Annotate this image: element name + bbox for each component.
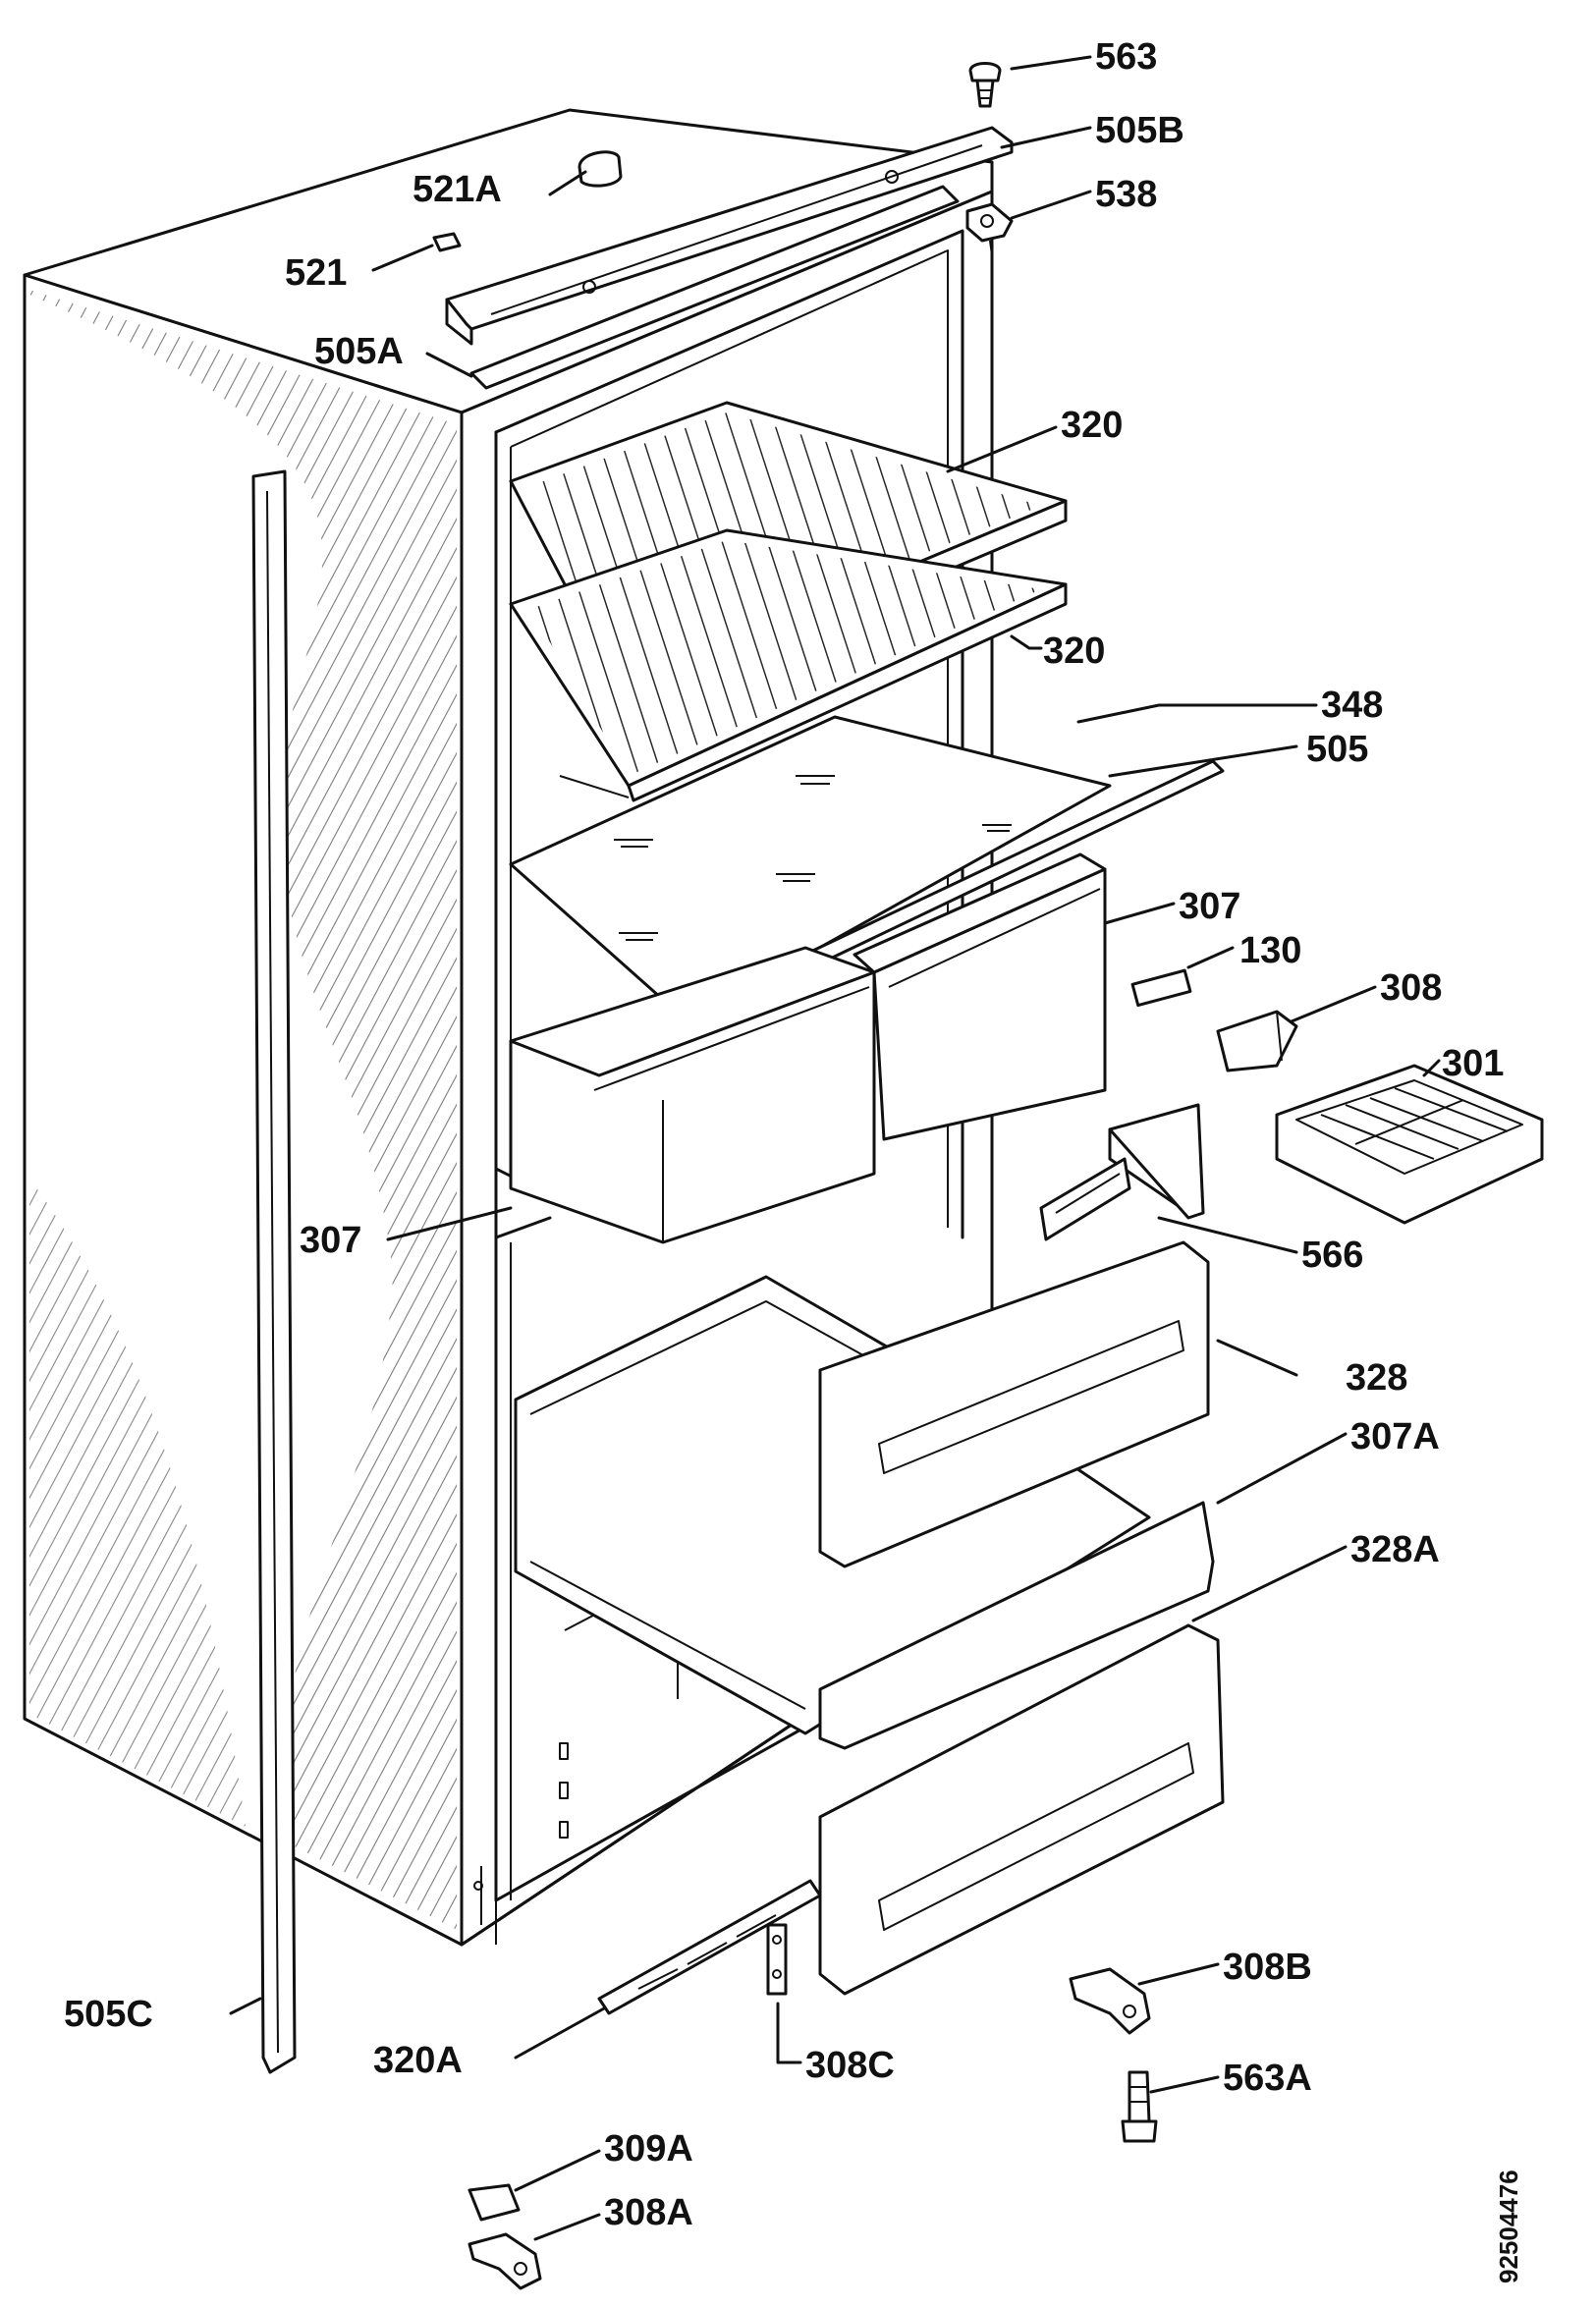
hinge-308b — [1069, 1967, 1151, 2035]
bracket-308 — [1216, 1010, 1298, 1072]
drawer-front-328a — [818, 1623, 1225, 1996]
rail-320a — [597, 1879, 822, 2015]
ice-scoop-566 — [1039, 1103, 1205, 1241]
glass-shelf-348 — [509, 715, 1112, 1023]
drawer-front-328 — [818, 1240, 1210, 1568]
label-308b: 308B — [1223, 1947, 1312, 1988]
shelf-320-lower — [509, 528, 1068, 802]
drawer-front-307a — [818, 1501, 1215, 1750]
label-538: 538 — [1095, 174, 1157, 215]
label-328a: 328A — [1350, 1529, 1440, 1570]
label-566: 566 — [1301, 1235, 1363, 1276]
label-505: 505 — [1306, 729, 1368, 770]
drawer-307-right — [853, 852, 1107, 1141]
label-309a: 309A — [604, 2128, 693, 2170]
label-308: 308 — [1380, 967, 1442, 1009]
label-563: 563 — [1095, 36, 1157, 78]
label-505a: 505A — [314, 331, 404, 372]
hinge-308a — [468, 2232, 542, 2290]
leader-lines — [229, 55, 1441, 2241]
label-307-right: 307 — [1179, 886, 1240, 927]
screw-563a — [1121, 2070, 1158, 2143]
label-320-lower: 320 — [1043, 631, 1105, 672]
label-505b: 505B — [1095, 110, 1184, 151]
ice-tray-301 — [1275, 1064, 1544, 1225]
door-seal-505c — [251, 469, 297, 2074]
hinge-538 — [965, 202, 1014, 256]
label-301: 301 — [1442, 1043, 1504, 1084]
label-308a: 308A — [604, 2192, 693, 2233]
label-320a: 320A — [373, 2040, 463, 2081]
label-505c: 505C — [64, 1994, 153, 2035]
label-328: 328 — [1346, 1357, 1407, 1399]
pin-308c — [766, 1923, 788, 1996]
screw-563 — [968, 62, 1002, 108]
cap-521 — [432, 232, 462, 252]
label-563a: 563A — [1223, 2058, 1312, 2099]
label-130: 130 — [1239, 930, 1301, 971]
label-521: 521 — [285, 252, 347, 294]
label-521a: 521A — [413, 169, 502, 210]
label-307-left: 307 — [300, 1220, 361, 1261]
label-307a: 307A — [1350, 1416, 1440, 1457]
top-cover-505b — [445, 126, 1014, 346]
cap-521a — [578, 150, 623, 188]
label-348: 348 — [1321, 685, 1383, 726]
top-rail-505a — [469, 185, 960, 390]
cap-309a — [468, 2183, 521, 2222]
label-320-upper: 320 — [1061, 405, 1123, 446]
label-308c: 308C — [805, 2045, 895, 2086]
drawing-number: 92504476 — [1494, 2170, 1523, 2283]
clip-130 — [1130, 968, 1192, 1008]
